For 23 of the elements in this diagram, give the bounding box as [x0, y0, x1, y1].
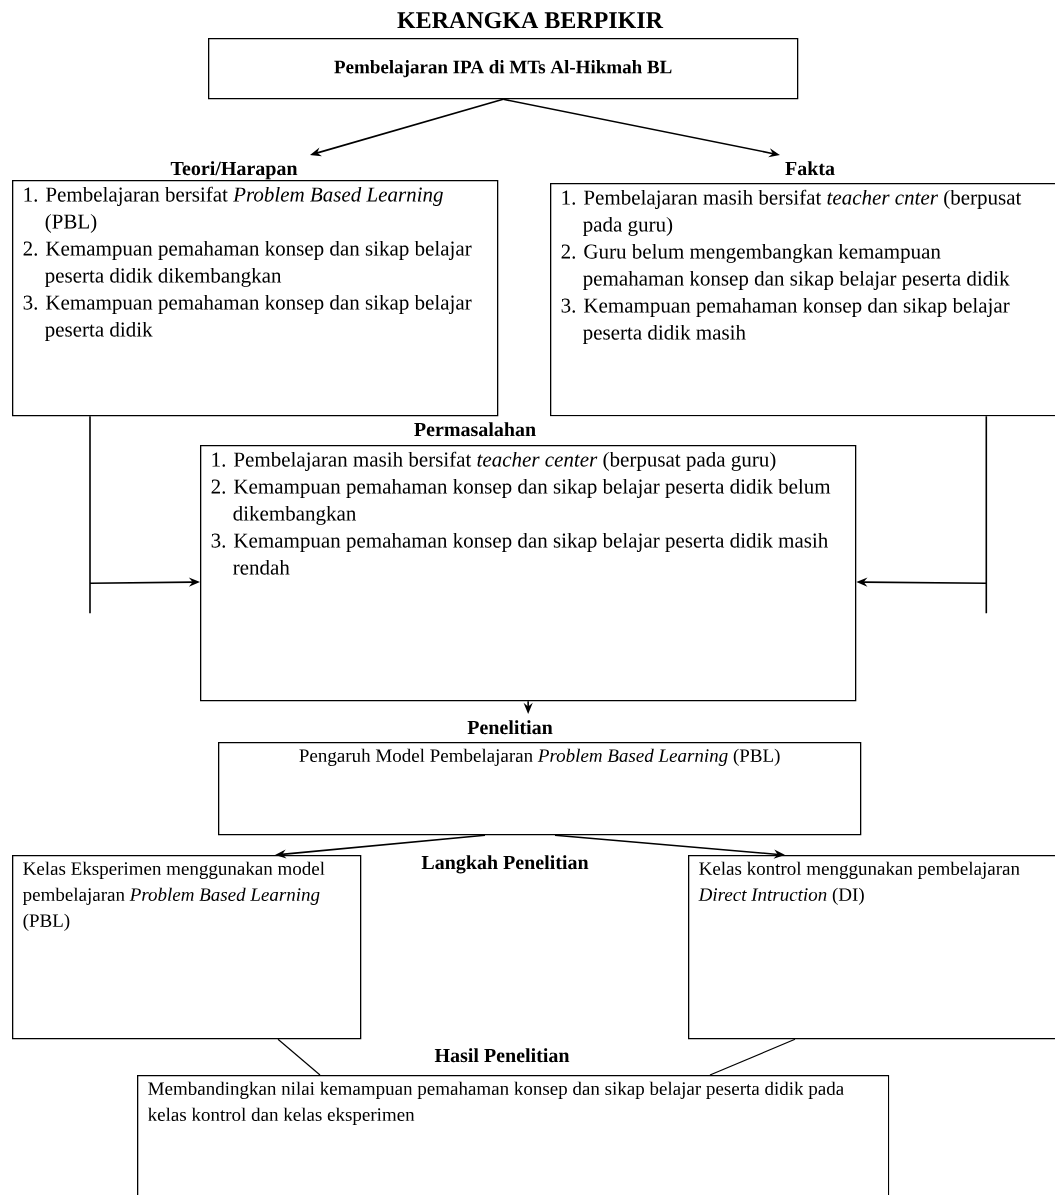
connector-line: [277, 1038, 321, 1076]
section-heading: Hasil Penelitian: [434, 1048, 570, 1063]
text-box: Kelas Eksperimen menggunakan model pembelajaran Problem Based Learning (PBL): [12, 855, 362, 1040]
section-heading: Permasalahan: [414, 422, 536, 437]
text-box: Membandingkan nilai kemampuan pemahaman konsep dan sikap belajar peserta didik pada kelas kontrol dan kelas eksperimen: [137, 1075, 890, 1195]
node-label: 3. Kemampuan pemahaman konsep dan sikap belajar peserta didik: [23, 294, 472, 341]
text-box: Pengaruh Model Pembelajaran Problem Based Learning (PBL): [218, 742, 862, 836]
node-label: 3. Kemampuan pemahaman konsep dan sikap belajar peserta didik masih: [561, 297, 1010, 344]
title: KERANGKA BERPIKIR: [397, 12, 664, 29]
node-label: 2. Kemampuan pemahaman konsep dan sikap belajar peserta didik dikembangkan: [23, 240, 472, 287]
section-heading: Fakta: [785, 161, 835, 176]
node-label: 2. Guru belum mengembangkan kemampuan pemahaman konsep dan sikap belajar peserta didik: [561, 243, 1010, 290]
text-box: 1. Pembelajaran masih bersifat teacher cnter (berpusat pada guru) 2. Guru belum mengembangkan kemampuan pemahaman konsep dan sikap belajar peserta didik 3. Kemampuan pemahaman konsep dan sikap belajar peserta didik masih: [550, 183, 1055, 417]
text-box: 1. Pembelajaran masih bersifat teacher center (berpusat pada guru) 2. Kemampuan pemahaman konsep dan sikap belajar peserta didik belum dikembangkan 3. Kemampuan pemahaman konsep dan sikap belajar peserta didik masih rendah: [200, 445, 857, 702]
connector-line: [709, 1038, 796, 1076]
node-label: 1. Pembelajaran bersifat Problem Based Learning (PBL): [24, 186, 443, 233]
node-label: 1. Pembelajaran masih bersifat teacher cnter (berpusat pada guru): [562, 189, 1022, 236]
text-box: Kelas kontrol menggunakan pembelajaran Direct Intruction (DI): [688, 855, 1055, 1040]
text-box: 1. Pembelajaran bersifat Problem Based Learning (PBL) 2. Kemampuan pemahaman konsep dan sikap belajar peserta didik dikembangkan 3. Kemampuan pemahaman konsep dan sikap belajar peserta didik: [12, 180, 499, 417]
section-heading: Langkah Penelitian: [421, 855, 589, 874]
section-heading: Teori/Harapan: [170, 161, 298, 180]
text-box: Pembelajaran IPA di MTs Al-Hikmah BL: [208, 38, 799, 100]
section-heading: Penelitian: [467, 720, 553, 735]
